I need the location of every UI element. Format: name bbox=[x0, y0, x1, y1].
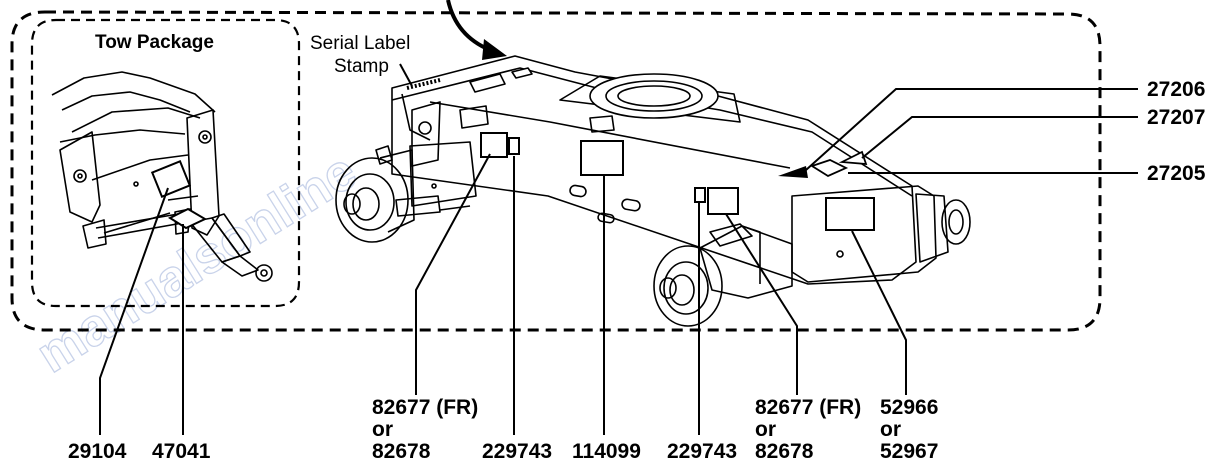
leader-lines bbox=[99, 63, 1138, 435]
outer-dashed-boundary bbox=[10, 10, 1102, 332]
label-27205: 27205 bbox=[1147, 162, 1206, 185]
label-52966-line2: or bbox=[880, 418, 901, 441]
label-left-decal-line3: 82678 bbox=[372, 440, 431, 463]
label-52966-line3: 52967 bbox=[880, 440, 938, 463]
leader-27207 bbox=[861, 116, 1138, 159]
watermark-text: manualsonline bbox=[27, 142, 366, 384]
tow-package-drawing bbox=[51, 71, 273, 282]
label-229743-right: 229743 bbox=[667, 440, 737, 463]
leader-serial bbox=[399, 63, 413, 87]
tow-decal-47041 bbox=[167, 207, 208, 230]
decal-27205 bbox=[809, 159, 849, 178]
watermark: manualsonline bbox=[26, 142, 367, 385]
decal-right-82677 bbox=[707, 187, 739, 215]
leader-29104 bbox=[99, 187, 169, 435]
label-left-decal-line2: or bbox=[372, 418, 393, 441]
decal-27207 bbox=[838, 150, 868, 166]
leader-left-decal bbox=[415, 153, 491, 395]
decal-52966 bbox=[825, 197, 875, 231]
label-27207: 27207 bbox=[1147, 106, 1205, 129]
leader-right-decal bbox=[725, 213, 798, 395]
label-right-decal-line3: 82678 bbox=[755, 440, 814, 463]
leader-52966 bbox=[851, 230, 907, 395]
label-52966-line1: 52966 bbox=[880, 396, 938, 419]
label-27206: 27206 bbox=[1147, 78, 1205, 101]
decal-right-229743 bbox=[694, 187, 706, 203]
label-114099: 114099 bbox=[572, 440, 641, 463]
serial-label-line1: Serial Label bbox=[310, 33, 410, 54]
tow-package-inset-box bbox=[30, 18, 301, 308]
serial-label-marker bbox=[406, 78, 441, 90]
label-29104: 29104 bbox=[68, 440, 127, 463]
label-47041: 47041 bbox=[152, 440, 211, 463]
decal-114099 bbox=[580, 140, 624, 176]
decal-left-82677 bbox=[480, 132, 508, 158]
top-pointer-arrow bbox=[446, 0, 507, 60]
serial-label-line2: Stamp bbox=[334, 56, 389, 77]
inset-title: Tow Package bbox=[95, 32, 214, 53]
tow-decal-29104 bbox=[150, 160, 192, 198]
leader-27206 bbox=[805, 88, 1138, 171]
machine-body-drawing bbox=[335, 55, 971, 327]
label-right-decal-line1: 82677 (FR) bbox=[755, 396, 861, 419]
label-left-decal-line1: 82677 (FR) bbox=[372, 396, 478, 419]
label-229743-left: 229743 bbox=[482, 440, 552, 463]
decal-left-229743 bbox=[508, 137, 520, 155]
decal-27206 bbox=[778, 166, 808, 178]
label-right-decal-line2: or bbox=[755, 418, 776, 441]
